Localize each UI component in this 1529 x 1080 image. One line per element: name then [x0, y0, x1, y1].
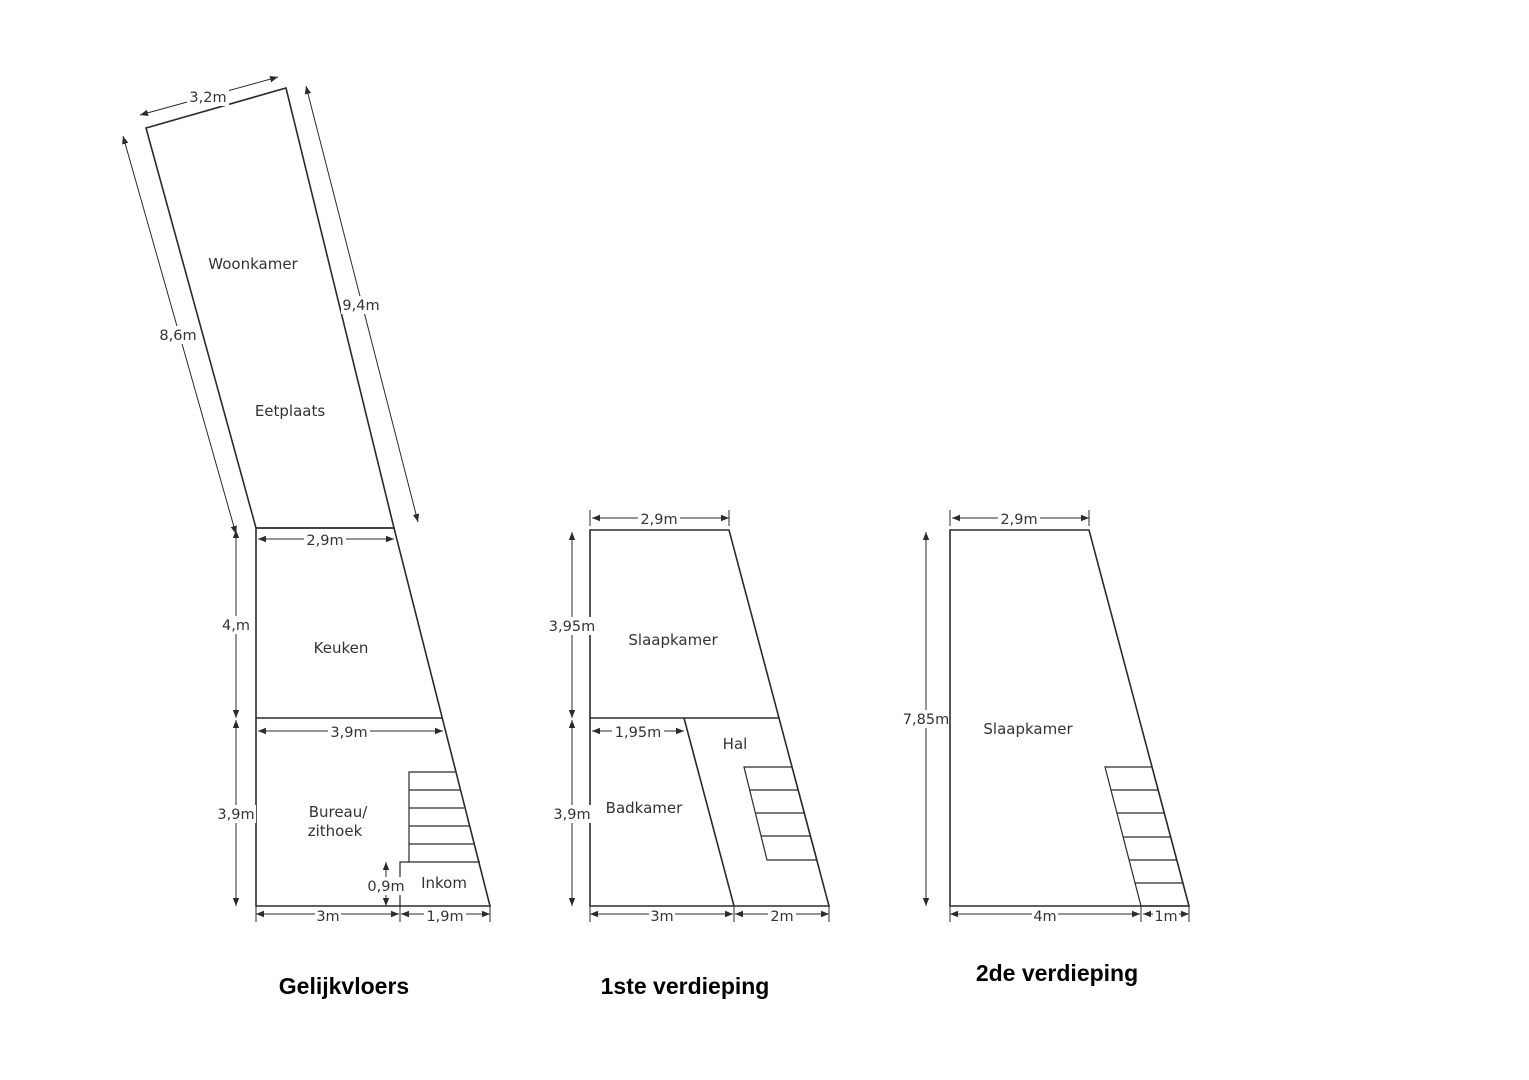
room-label-bureau: Bureau/ [309, 803, 369, 821]
dim-label-top-width: 2,9m [1000, 512, 1037, 528]
dim-label-bottom-left: 3m [316, 909, 339, 925]
dim-label-kitchen-height: 4,m [222, 618, 250, 634]
dim-label-bottom-right: 2m [770, 909, 793, 925]
room-label-hal: Hal [723, 735, 748, 753]
first-floor-plan: 2,9m 3,95m 1,95m 3,9m 3m 2m Slaapkamer H… [549, 510, 831, 999]
second-floor-outline [949, 529, 1191, 907]
room-label-slaapkamer: Slaapkamer [628, 631, 718, 649]
room-label-keuken: Keuken [314, 639, 369, 657]
room-label-badkamer: Badkamer [606, 799, 683, 817]
first-stairs-outline [743, 766, 818, 861]
dim-label-bureau-height: 3,9m [217, 807, 254, 823]
dim-label-bottom-right: 1,9m [426, 909, 463, 925]
badkamer-hal-wall [683, 717, 735, 907]
dim-label-bottom-left: 3m [650, 909, 673, 925]
dim-label-kitchen-width: 2,9m [306, 533, 343, 549]
dim-label-left-length: 8,6m [159, 328, 196, 344]
dim-label-top-width: 2,9m [640, 512, 677, 528]
dim-label-bureau-width: 3,9m [330, 725, 367, 741]
dim-label-bath-width: 1,95m [615, 725, 661, 741]
ground-floor-plan: 3,2m 8,6m 9,4m 2,9m 4,m 3,9m 3,9m 0,9m 3… [122, 76, 492, 999]
room-label-inkom: Inkom [421, 874, 467, 892]
dim-label-lower-height: 3,9m [553, 807, 590, 823]
dim-label-inkom-height: 0,9m [367, 879, 404, 895]
dim-label-top-width: 3,2m [189, 90, 226, 106]
dim-label-bottom-right: 1m [1154, 909, 1177, 925]
floor-title-second: 2de verdieping [976, 960, 1138, 986]
dim-label-height: 7,85m [903, 712, 949, 728]
room-label-slaapkamer: Slaapkamer [983, 720, 1073, 738]
dim-label-bottom-left: 4m [1033, 909, 1056, 925]
dim-label-upper-height: 3,95m [549, 619, 595, 635]
room-label-woonkamer: Woonkamer [208, 255, 298, 273]
second-floor-plan: 2,9m 7,85m 4m 1m Slaapkamer 2de verdiepi… [903, 510, 1191, 986]
ground-stairs-outline [408, 771, 455, 862]
room-label-zithoek: zithoek [308, 822, 363, 840]
ground-lower-outline [255, 527, 492, 907]
floor-title-ground: Gelijkvloers [279, 973, 409, 999]
room-label-eetplaats: Eetplaats [255, 402, 326, 420]
floor-title-first: 1ste verdieping [601, 973, 770, 999]
dim-label-right-length: 9,4m [342, 298, 379, 314]
